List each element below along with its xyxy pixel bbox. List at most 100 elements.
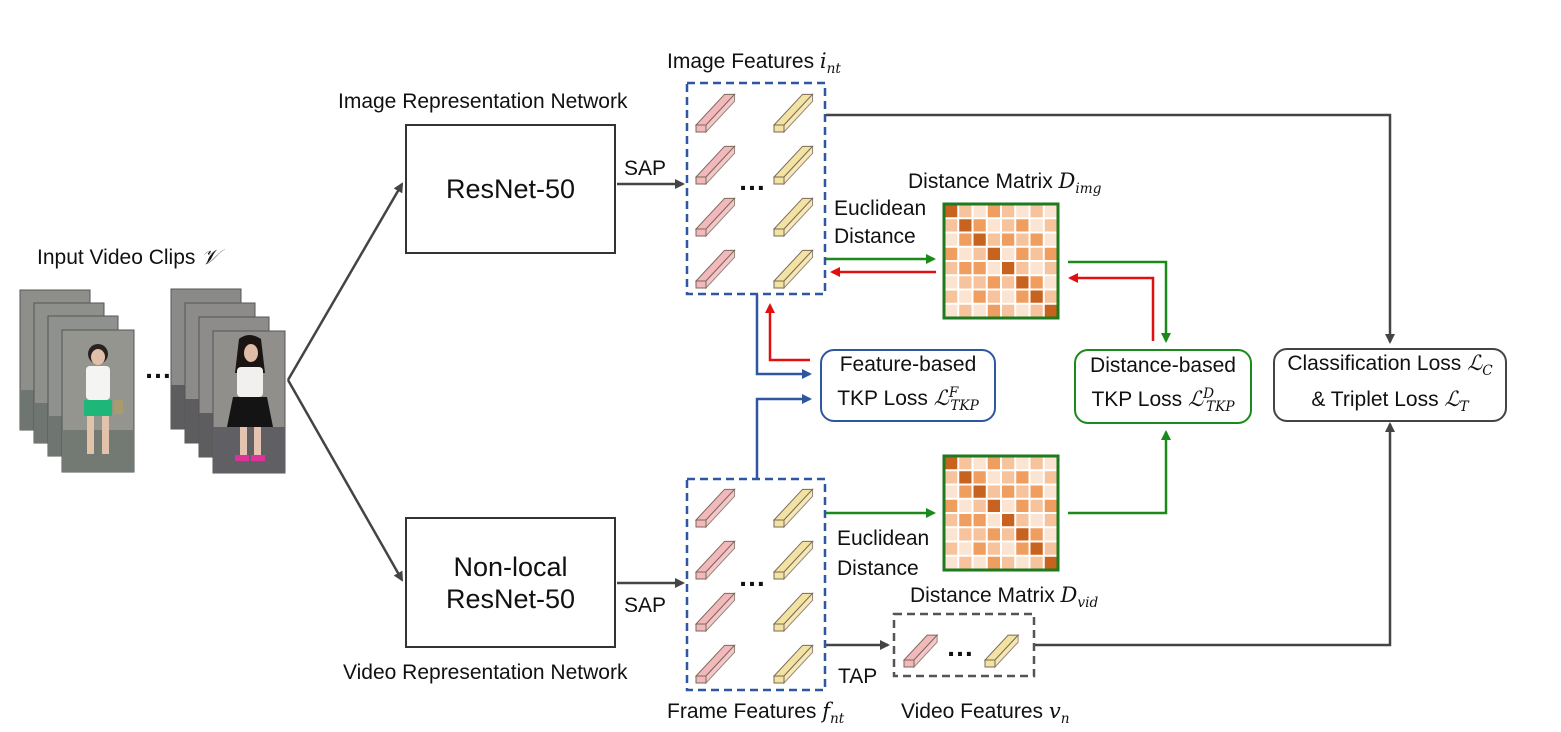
matrix-cell: [1044, 514, 1057, 527]
matrix-cell: [987, 528, 1000, 541]
matrix-cell: [1044, 290, 1057, 303]
matrix-cell: [945, 219, 958, 232]
matrix-cell: [1002, 485, 1015, 498]
input-clips-label: Input Video Clips 𝒱: [37, 245, 219, 269]
matrix-cell: [973, 304, 986, 317]
matrix-cell: [959, 304, 972, 317]
matrix-cell: [1044, 262, 1057, 275]
image-feature-yellow-cube: [772, 145, 814, 186]
matrix-cell: [1044, 485, 1057, 498]
frame-feature-yellow-cube: [772, 488, 814, 529]
matrix-cell: [1044, 205, 1057, 218]
matrix-cell: [1016, 219, 1029, 232]
matrix-cell: [1002, 471, 1015, 484]
matrix-cell: [973, 290, 986, 303]
arrow-frame-features-to-feature-loss: [755, 394, 812, 478]
matrix-cell: [1002, 205, 1015, 218]
matrix-cell: [959, 262, 972, 275]
frame-feature-yellow-cube: [772, 540, 814, 581]
image-feature-pink-cube: [694, 93, 736, 134]
matrix-cell: [959, 514, 972, 527]
matrix-cell: [973, 219, 986, 232]
matrix-cell: [973, 247, 986, 260]
matrix-cell: [973, 485, 986, 498]
matrix-cell: [987, 262, 1000, 275]
matrix-cell: [959, 471, 972, 484]
matrix-cell: [945, 514, 958, 527]
matrix-cell: [1016, 262, 1029, 275]
matrix-cell: [945, 542, 958, 555]
video-feature-yellow-cube: [983, 633, 1020, 669]
matrix-cell: [987, 205, 1000, 218]
matrix-cell: [945, 304, 958, 317]
matrix-cell: [1030, 528, 1043, 541]
matrix-cell: [973, 276, 986, 289]
matrix-cell: [1030, 205, 1043, 218]
frame-features-title: Frame Features fnt: [667, 699, 845, 728]
video-features-box: [892, 612, 1036, 678]
tap-label: TAP: [838, 665, 878, 688]
arrow-video-features-to-cls-loss: [1035, 422, 1395, 647]
matrix-cell: [959, 276, 972, 289]
matrix-cell: [1016, 471, 1029, 484]
matrix-cell: [1030, 556, 1043, 569]
matrix-cell: [1044, 247, 1057, 260]
matrix-cell: [1016, 457, 1029, 470]
matrix-cell: [1016, 556, 1029, 569]
matrix-cell: [987, 499, 1000, 512]
video-network-box: Non-local ResNet-50: [405, 517, 616, 648]
matrix-cell: [945, 471, 958, 484]
matrix-cell: [1002, 556, 1015, 569]
matrix-cell: [1002, 457, 1015, 470]
matrix-cell: [987, 276, 1000, 289]
matrix-cell: [1002, 528, 1015, 541]
frame-features-ellipsis: …: [738, 561, 766, 592]
matrix-cell: [959, 528, 972, 541]
matrix-cell: [1002, 219, 1015, 232]
matrix-cell: [1030, 304, 1043, 317]
matrix-cell: [945, 247, 958, 260]
matrix-cell: [1002, 247, 1015, 260]
matrix-cell: [1044, 233, 1057, 246]
distance-matrix-vid: [942, 454, 1060, 572]
matrix-cell: [1016, 304, 1029, 317]
matrix-cell: [945, 457, 958, 470]
matrix-cell: [1030, 276, 1043, 289]
arrow-img-matrix-to-distance-loss: [1068, 260, 1171, 343]
distance-matrix-img-title: Distance Matrix Dimg: [908, 169, 1102, 198]
input-clip-left-stack: [19, 289, 135, 473]
matrix-cell: [1002, 304, 1015, 317]
matrix-cell: [1030, 499, 1043, 512]
matrix-cell: [987, 514, 1000, 527]
matrix-cell: [959, 542, 972, 555]
matrix-cell: [1016, 499, 1029, 512]
matrix-cell: [1044, 528, 1057, 541]
sap-bottom-label: SAP: [624, 594, 667, 617]
matrix-cell: [1030, 290, 1043, 303]
matrix-cell: [945, 276, 958, 289]
matrix-cell: [1016, 290, 1029, 303]
matrix-cell: [945, 485, 958, 498]
input-clips-ellipsis: …: [144, 353, 172, 384]
matrix-cell: [1002, 233, 1015, 246]
matrix-cell: [987, 304, 1000, 317]
matrix-cell: [1044, 276, 1057, 289]
matrix-cell: [1030, 542, 1043, 555]
frame-features-box: [685, 477, 827, 692]
arrow-image-features-to-cls-loss: [826, 113, 1395, 344]
matrix-cell: [1002, 276, 1015, 289]
video-network-label: Video Representation Network: [343, 661, 628, 684]
matrix-cell: [1002, 290, 1015, 303]
matrix-cell: [959, 233, 972, 246]
matrix-cell: [973, 471, 986, 484]
matrix-cell: [945, 499, 958, 512]
matrix-cell: [1044, 457, 1057, 470]
image-feature-yellow-cube: [772, 197, 814, 238]
matrix-cell: [945, 290, 958, 303]
arrow-clips-to-video-net: [286, 379, 404, 582]
matrix-cell: [987, 542, 1000, 555]
matrix-cell: [1044, 219, 1057, 232]
matrix-cell: [987, 233, 1000, 246]
matrix-cell: [945, 262, 958, 275]
video-feature-pink-cube: [902, 633, 939, 669]
